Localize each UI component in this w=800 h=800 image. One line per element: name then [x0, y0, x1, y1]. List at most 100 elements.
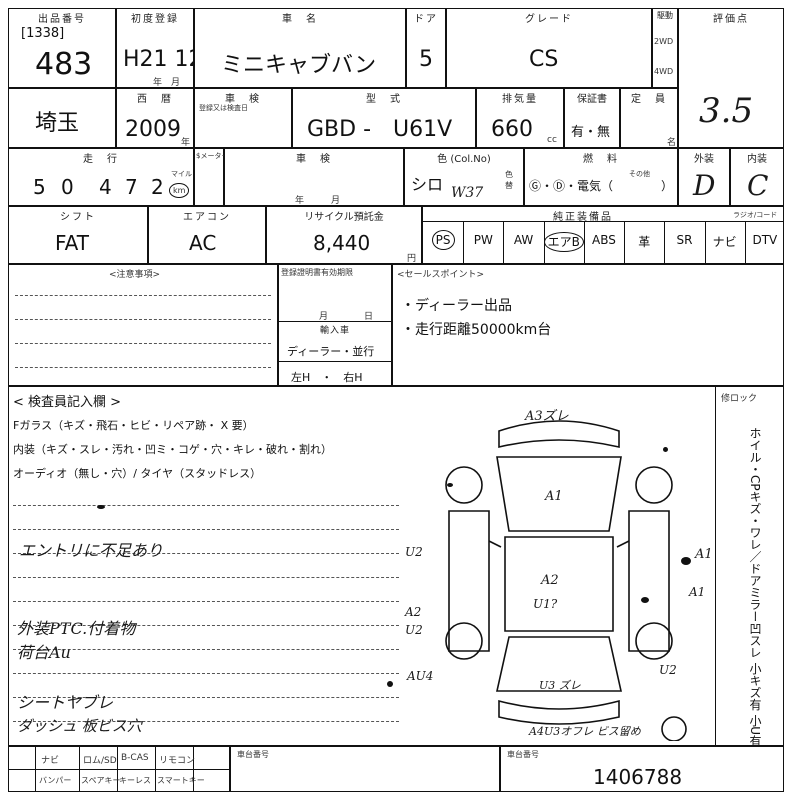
- footer-other-label: 車台番号: [237, 750, 269, 759]
- opt-remote: リモコン: [159, 756, 196, 766]
- import-label: 輸入車: [319, 326, 350, 336]
- mark-4: A1: [695, 547, 713, 562]
- fuel-cell: 燃 料 Ⓖ・Ⓓ・電気（ その他 ）: [524, 148, 678, 206]
- diagram-wheel-fr: [635, 466, 673, 504]
- grade-cell: グレード CS: [446, 8, 652, 88]
- equipment-separator: [744, 221, 746, 263]
- inspector-line-3: オーディオ（無し・穴）/ タイヤ（スタッドレス）: [13, 467, 262, 480]
- first-reg-units: 年 月: [153, 78, 181, 88]
- fuel-options: Ⓖ・Ⓓ・電気（: [529, 179, 614, 193]
- warranty-value: 有・無: [571, 125, 611, 140]
- diagram-right-side: [628, 510, 670, 652]
- vehicle-diagram: [445, 420, 687, 741]
- mileage-d1: 5: [33, 175, 46, 199]
- chassis-cell: 車台番号 1406788: [500, 746, 784, 792]
- year-cell: 西 暦 2009 年: [116, 88, 194, 148]
- diagram-mirror-r: [616, 540, 630, 548]
- mileage-label: 走 行: [83, 154, 119, 165]
- mark-9: A1: [689, 585, 706, 599]
- mileage-unit-mile: マイル: [171, 170, 192, 178]
- drive-cell: 駆動 2WD 4WD: [652, 8, 678, 88]
- model-label: 車 名: [282, 14, 318, 25]
- inspection-note: 登録又は検査日: [199, 104, 248, 112]
- ac-cell: エアコン AC: [148, 206, 266, 264]
- equipment-separator: [664, 221, 666, 263]
- drive-label: 駆動: [657, 11, 673, 20]
- recycle-cell: リサイクル預託金 8,440 円: [266, 206, 422, 264]
- doors-label: ドア: [414, 14, 438, 25]
- mark-11: U3 ズレ: [539, 679, 581, 692]
- ac-label: エアコン: [183, 212, 231, 223]
- equipment-option: エアB: [543, 232, 584, 252]
- caution-label: <注意事項>: [109, 270, 161, 280]
- diagram-roof: [504, 536, 614, 632]
- mileage-d4: 7: [125, 175, 138, 199]
- shift-label: シフト: [60, 212, 96, 223]
- inspector-line-2: 内装（キズ・スレ・汚れ・凹ミ・コゲ・穴・キレ・破れ・割れ）: [13, 443, 332, 456]
- interior-value: C: [747, 169, 769, 202]
- opt-spare-key: スペアキー: [81, 776, 121, 785]
- color-code: W37: [451, 185, 484, 201]
- recycle-label: リサイクル預託金: [304, 212, 384, 223]
- ink-speck: [663, 447, 668, 452]
- recycle-value: 8,440: [313, 231, 371, 255]
- footer-options: ナビ ロム/SD B-CAS リモコン バンパー スペアキー キーレス スマート…: [8, 746, 230, 792]
- opt-keyless: キーレス: [119, 776, 151, 785]
- first-reg-label: 初度登録: [131, 14, 179, 25]
- year-label: 西 暦: [137, 94, 173, 105]
- reg-units: 月 日: [319, 312, 374, 322]
- model-code-label: 型 式: [366, 94, 402, 105]
- lot-label: 出品番号: [38, 14, 86, 25]
- mileage-d2: 0: [61, 175, 74, 199]
- inspector-title: < 検査員記入欄 >: [13, 395, 122, 410]
- ink-speck: [681, 557, 691, 565]
- mark-13: A4U3オフレ ビス留め: [529, 725, 641, 738]
- score-value: 3.5: [699, 91, 754, 131]
- diagram-top-label: 修ロック: [721, 394, 758, 404]
- chassis-label: 車台番号: [507, 750, 539, 759]
- interior-cell: 内装 C: [730, 148, 784, 206]
- first-reg-cell: 初度登録 H21 12 年 月: [116, 8, 203, 88]
- hw-note-1: エントリに不足あり: [19, 541, 164, 560]
- circled-mark: PS: [431, 230, 455, 250]
- inspection-label: 車 検: [225, 94, 261, 105]
- diagram-spare-wheel: [661, 716, 687, 741]
- mark-10: AU4: [407, 669, 434, 683]
- warranty-label: 保証書: [577, 94, 607, 105]
- fuel-label: 燃 料: [583, 154, 619, 165]
- shaken-units: 年 月: [295, 196, 341, 206]
- region-cell: 埼玉: [8, 88, 116, 148]
- mileage-cell: 走 行 5 0 4 7 2 マイル km: [8, 148, 194, 206]
- doors-value: 5: [419, 47, 433, 72]
- model-value: ミニキャブバン: [221, 53, 377, 78]
- equipment-label: 純正装備品: [553, 212, 613, 223]
- opt-rom: ロム/SD: [83, 756, 117, 766]
- lot-number: 483: [35, 47, 93, 82]
- grade-value: CS: [529, 47, 559, 72]
- equipment-separator: [543, 221, 545, 263]
- model-code-prefix: GBD -: [307, 117, 372, 142]
- hw-note-5: ダッシュ 板ビス穴: [17, 717, 142, 735]
- hw-note-3: 荷台Au: [17, 643, 71, 662]
- region-value: 埼玉: [35, 111, 80, 136]
- model-code-value: U61V: [393, 117, 453, 142]
- model-code-cell: 型 式 GBD - U61V: [292, 88, 476, 148]
- sales-label: <セールスポイント>: [397, 270, 485, 280]
- hw-note-2: 外装PTC.付着物: [17, 619, 136, 638]
- drive-4wd: 4WD: [654, 67, 674, 76]
- doors-cell: ドア 5: [406, 8, 446, 88]
- capacity-label: 定 員: [631, 94, 667, 105]
- capacity-unit: 名: [667, 138, 677, 148]
- handle-side: 左H ・ 右H: [291, 371, 363, 384]
- auction-sheet: 出品番号 [1338] 483 初度登録 H21 12 年 月 車 名 ミニキャ…: [8, 8, 784, 792]
- model-cell: 車 名 ミニキャブバン: [194, 8, 406, 88]
- sales-point-1: ・ディーラー出品: [401, 298, 513, 314]
- diagram-mirror-l: [488, 540, 502, 548]
- color-change: 色替: [505, 170, 513, 190]
- ink-speck: [97, 505, 105, 509]
- shaken-label: 車 検: [296, 154, 332, 165]
- color-value: シロ: [411, 175, 444, 194]
- inspector-line-1: Fガラス（キズ・飛石・ヒビ・リペア跡・ X 要）: [13, 419, 254, 432]
- reg-label: 登録證明書有効期限: [281, 268, 353, 277]
